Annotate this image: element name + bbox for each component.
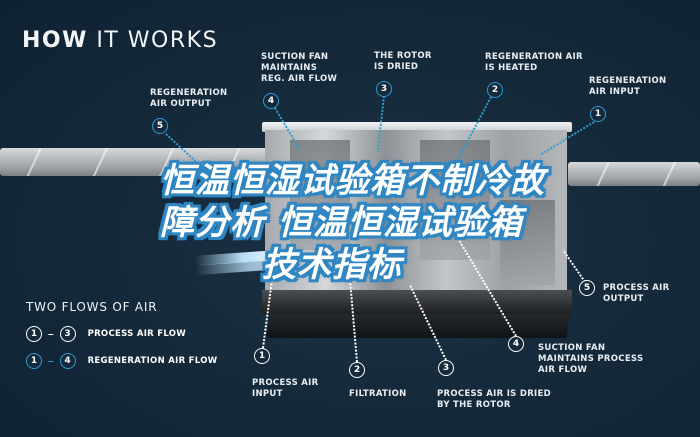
page-title: HOW IT WORKS	[22, 28, 219, 53]
legend-end-badge: 3	[59, 326, 76, 342]
dash-icon: –	[48, 328, 54, 340]
machine-panel	[290, 140, 350, 250]
process-step-3-badge: 3	[438, 360, 454, 376]
overlay-headline: 恒温恒湿试验箱不制冷故 障分析 恒温恒湿试验箱 技术指标	[160, 160, 600, 286]
regen-step-1-badge: 1	[590, 106, 606, 122]
legend-label: REGENERATION AIR FLOW	[87, 356, 218, 366]
process-step-4-badge: 4	[508, 336, 524, 352]
regen-step-4-badge: 4	[263, 93, 279, 109]
process-step-5-badge: 5	[579, 280, 595, 296]
duct-right	[568, 162, 700, 186]
process-step-4-label: SUCTION FAN MAINTAINS PROCESS AIR FLOW	[538, 343, 644, 375]
process-step-5-label: PROCESS AIR OUTPUT	[603, 283, 670, 304]
legend-process-air-flow: 1 – 3 PROCESS AIR FLOW	[26, 326, 186, 342]
regen-step-1-label: REGENERATION AIR INPUT	[589, 76, 667, 97]
regen-step-2-label: REGENERATION AIR IS HEATED	[485, 52, 583, 73]
legend-label: PROCESS AIR FLOW	[87, 329, 186, 339]
duct-left	[0, 148, 268, 176]
regen-step-2-badge: 2	[487, 82, 503, 98]
regen-step-3-label: THE ROTOR IS DRIED	[374, 51, 432, 72]
process-step-2-badge: 2	[349, 362, 365, 378]
overlay-line-1: 恒温恒湿试验箱不制冷故	[160, 161, 545, 201]
legend-start-badge: 1	[26, 326, 42, 342]
regen-step-4-label: SUCTION FAN MAINTAINS REG. AIR FLOW	[261, 52, 338, 84]
legend-regeneration-air-flow: 1 – 4 REGENERATION AIR FLOW	[26, 353, 217, 369]
process-step-2-label: FILTRATION	[349, 389, 407, 399]
dash-icon: –	[48, 355, 54, 367]
overlay-line-3: 技术指标	[262, 245, 402, 285]
regen-step-3-badge: 3	[376, 81, 392, 97]
process-step-1-label: PROCESS AIR INPUT	[252, 378, 319, 399]
machine-top	[262, 122, 572, 132]
process-step-1-badge: 1	[254, 348, 270, 364]
regen-step-5-label: REGENERATION AIR OUTPUT	[150, 88, 228, 109]
process-step-3-label: PROCESS AIR IS DRIED BY THE ROTOR	[437, 389, 551, 410]
machine-panel	[420, 140, 490, 260]
machine-panel	[500, 200, 555, 285]
legend-end-badge: 4	[59, 353, 76, 369]
overlay-line-2: 障分析 恒温恒湿试验箱	[160, 203, 523, 243]
legend-start-badge: 1	[26, 353, 42, 369]
regen-step-5-badge: 5	[152, 118, 168, 134]
legend-title: TWO FLOWS OF AIR	[26, 300, 158, 314]
machine-base	[262, 290, 572, 314]
